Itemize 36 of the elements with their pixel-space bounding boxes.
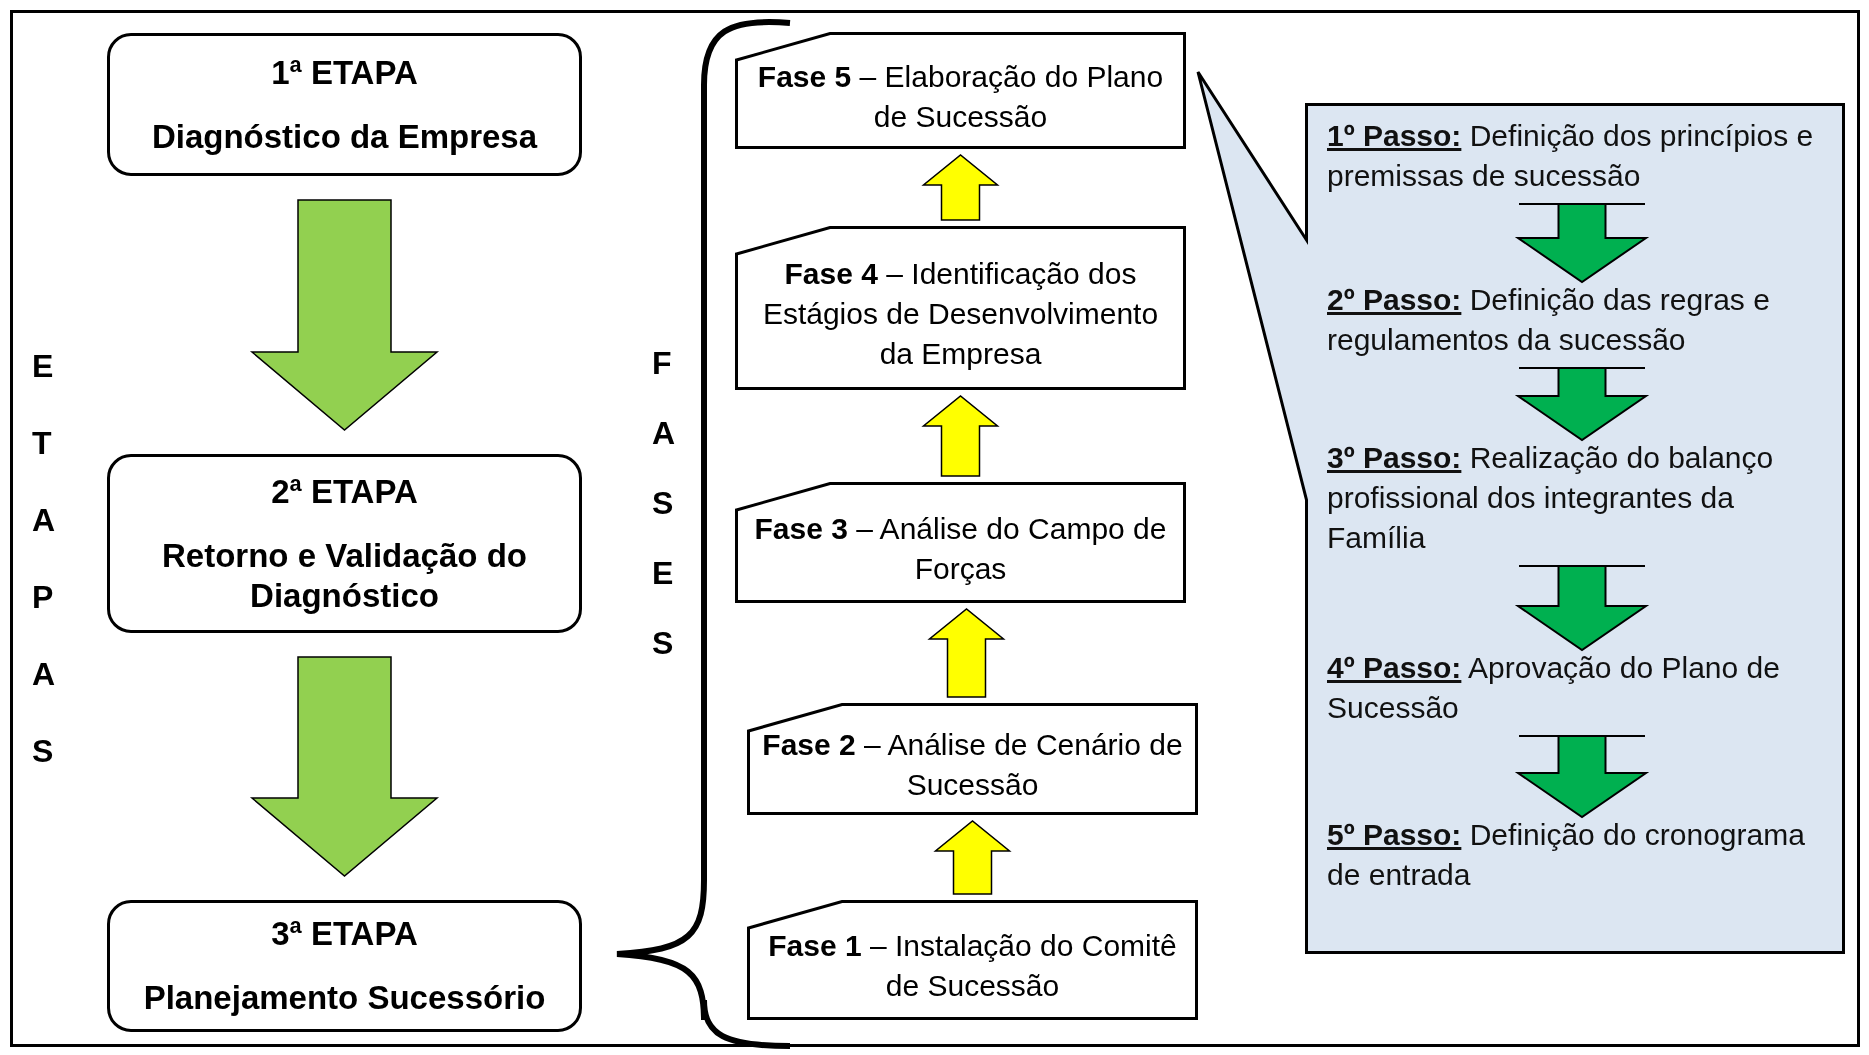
stage-name: Diagnóstico da Empresa <box>151 116 538 157</box>
phase-label: Fase 2 – Análise de Cenário de Sucessão <box>761 727 1184 803</box>
stage-title: 2ª ETAPA <box>271 471 418 512</box>
block-arrow <box>249 199 440 431</box>
stage-box <box>107 33 582 176</box>
stage-title: 3ª ETAPA <box>271 914 418 954</box>
block-arrow <box>1514 367 1650 441</box>
phase-label: Fase 4 – Identificação dos Estágios de Desenvolvimento da Empresa <box>761 256 1160 372</box>
phase-box <box>747 900 1198 1020</box>
step-text: 1º Passo: Definição dos princípios e premissas de sucessão <box>1327 118 1815 194</box>
stage-name: Planejamento Sucessório <box>143 978 546 1018</box>
stage-title: 1ª ETAPA <box>271 52 418 93</box>
vertical-label: FASES <box>652 344 677 663</box>
phase-box <box>735 226 1186 390</box>
block-arrow <box>1514 203 1650 283</box>
phase-label: Fase 1 – Instalação do Comitê de Sucessão <box>767 928 1178 1004</box>
block-arrow <box>927 608 1006 698</box>
step-text: 5º Passo: Definição do cronograma de entrada <box>1327 817 1806 893</box>
block-arrow <box>921 395 1000 477</box>
block-arrow <box>249 656 440 877</box>
block-arrow <box>1514 735 1650 818</box>
phase-box <box>735 482 1186 603</box>
phase-label: Fase 5 – Elaboração do Plano de Sucessão <box>756 58 1165 135</box>
phase-box <box>747 703 1198 815</box>
block-arrow <box>921 154 1000 221</box>
block-arrow <box>933 820 1012 895</box>
phase-label: Fase 3 – Análise do Campo de Forças <box>753 510 1168 587</box>
step-text: 3º Passo: Realização do balanço profissional dos integrantes da Família <box>1327 440 1775 556</box>
step-text: 4º Passo: Aprovação do Plano de Sucessão <box>1327 650 1781 726</box>
stage-name: Retorno e Validação do Diagnóstico <box>161 535 528 616</box>
phase-box <box>735 32 1186 149</box>
stage-box <box>107 900 582 1032</box>
step-text: 2º Passo: Definição das regras e regulamentos da sucessão <box>1327 282 1771 358</box>
block-arrow <box>1514 565 1650 651</box>
vertical-label: ETAPAS <box>32 347 57 771</box>
stage-box <box>107 454 582 633</box>
